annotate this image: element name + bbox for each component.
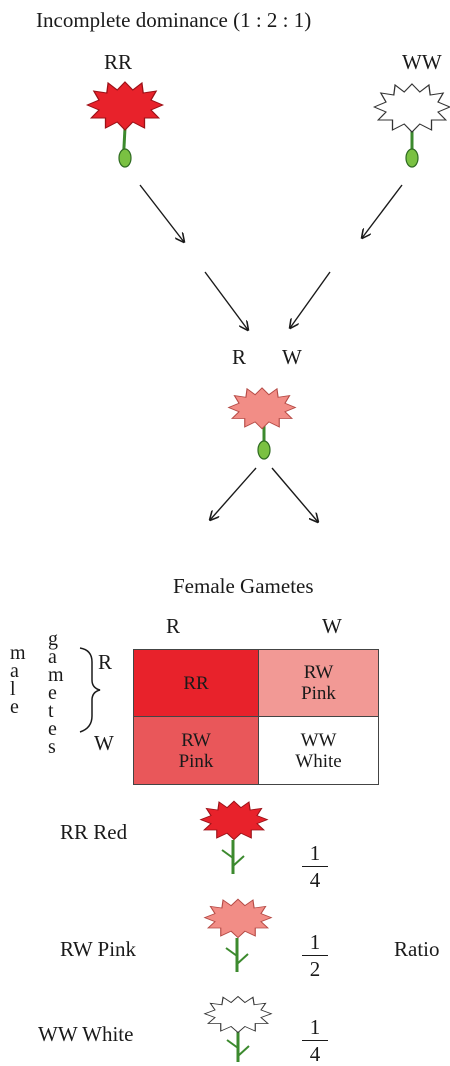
red-carnation-icon [200, 800, 268, 874]
fraction-pink: 1 2 [302, 931, 328, 980]
row-label-w: W [94, 731, 114, 755]
gametes-letter: g [48, 628, 58, 650]
result-label-red: RR Red [60, 820, 128, 844]
fraction-numerator: 1 [309, 1015, 321, 1039]
white-carnation-icon [373, 83, 450, 168]
cell-line2: White [295, 750, 342, 772]
parent-label-right: WW [402, 50, 442, 74]
row-label-r: R [98, 650, 113, 674]
gametes-letter: s [48, 736, 56, 758]
col-label-w: W [322, 614, 342, 638]
cell-line1: WW [300, 729, 337, 751]
gametes-letter: e [48, 682, 57, 704]
diagram-title: Incomplete dominance (1 : 2 : 1) [36, 8, 312, 32]
fraction-denominator: 4 [309, 868, 321, 892]
gametes-letter: a [48, 646, 57, 668]
male-letter: l [10, 678, 16, 700]
result-label-pink: RW Pink [60, 937, 137, 961]
punnett-cell-rr: RR [133, 649, 259, 717]
pink-carnation-icon [228, 387, 296, 460]
col-label-r: R [166, 614, 181, 638]
fraction-denominator: 4 [309, 1042, 321, 1066]
punnett-cell-rw-bottom: RW Pink [133, 717, 259, 785]
punnett-cell-rw-top: RW Pink [259, 649, 379, 717]
f1-allele-r: R [232, 345, 247, 369]
parent-label-left: RR [104, 50, 133, 74]
gametes-letter: m [48, 664, 64, 686]
cell-line2: Pink [301, 683, 336, 704]
fraction-white: 1 4 [302, 1016, 328, 1065]
cell-line2: Pink [178, 750, 214, 772]
fraction-numerator: 1 [309, 930, 321, 954]
punnett-cell-ww: WW White [259, 717, 379, 785]
cell-line1: RR [183, 672, 209, 694]
gametes-letter: t [48, 700, 54, 722]
gametes-letter: e [48, 718, 57, 740]
f1-allele-w: W [282, 345, 302, 369]
fraction-numerator: 1 [309, 841, 321, 865]
cell-line1: RW [303, 662, 334, 683]
red-carnation-icon [86, 81, 164, 168]
punnett-header: Female Gametes [173, 574, 314, 598]
male-letter: e [10, 696, 19, 718]
male-letter: m [10, 642, 26, 664]
ratio-label: Ratio [394, 937, 440, 961]
white-carnation-icon [204, 995, 272, 1062]
fraction-denominator: 2 [309, 957, 321, 981]
pink-carnation-icon [204, 898, 272, 972]
cell-line1: RW [181, 729, 211, 751]
result-label-white: WW White [38, 1022, 134, 1046]
male-letter: a [10, 660, 19, 682]
fraction-red: 1 4 [302, 842, 328, 891]
